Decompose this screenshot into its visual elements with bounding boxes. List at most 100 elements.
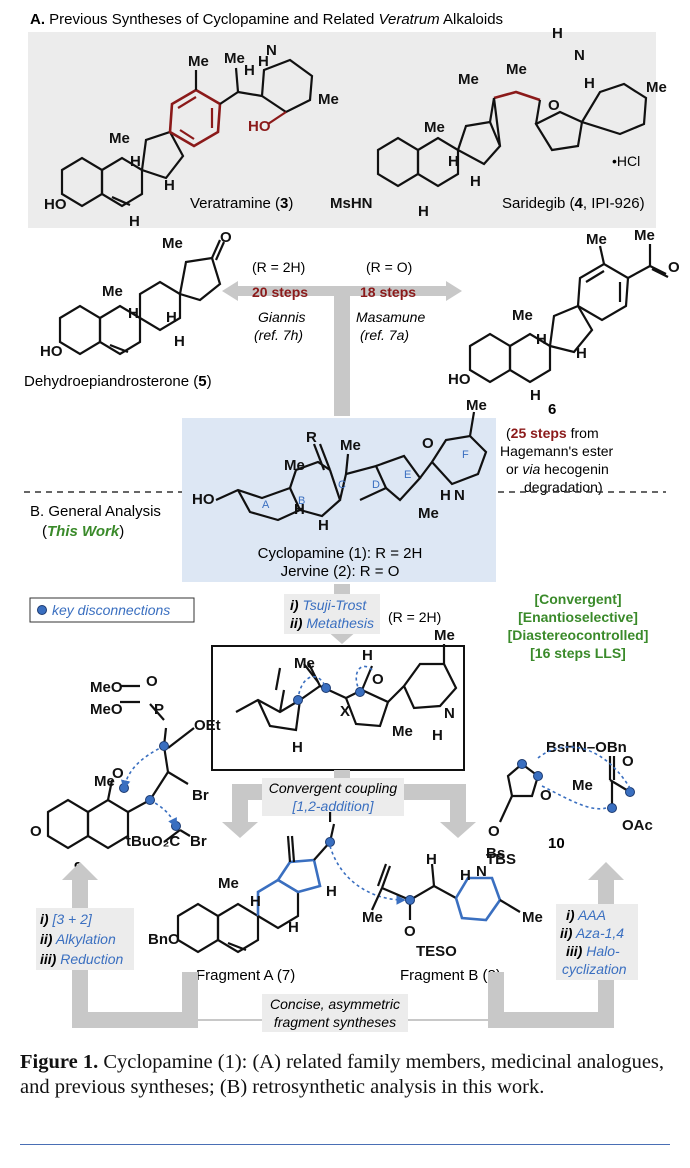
- svg-text:H: H: [418, 203, 429, 220]
- svg-text:O: O: [422, 435, 434, 452]
- svg-text:Bs: Bs: [486, 845, 505, 862]
- svg-text:H: H: [166, 309, 177, 326]
- svg-text:Me: Me: [284, 457, 305, 474]
- svg-text:Me: Me: [188, 53, 209, 70]
- coupling-arrow-right-stem: [450, 784, 466, 822]
- svg-text:HO: HO: [248, 118, 271, 135]
- svg-text:Me: Me: [102, 283, 123, 300]
- saridegib-atoms: MsHN Me H H H Me Me H N O H Me: [330, 25, 667, 220]
- right-steps: i) AAA ii) Aza-1,4 iii) Halo- cyclizatio…: [560, 907, 627, 977]
- route-arrow-left: [222, 281, 342, 301]
- svg-text:Me: Me: [466, 397, 487, 414]
- veratramine-structure: [60, 58, 314, 208]
- panel-a-title: A. Previous Syntheses of Cyclopamine and…: [30, 11, 503, 28]
- svg-text:i) AAA: i) AAA: [566, 907, 606, 923]
- svg-text:iii) Halo-: iii) Halo-: [566, 943, 620, 959]
- svg-text:BnO: BnO: [148, 931, 180, 948]
- svg-text:F: F: [462, 449, 469, 461]
- svg-text:Me: Me: [522, 909, 543, 926]
- svg-text:N: N: [476, 863, 487, 880]
- svg-text:H: H: [432, 727, 443, 744]
- intermediate-structure: [235, 644, 458, 732]
- synthesis-left-riser: [182, 972, 198, 1028]
- caption-text: Cyclopamine (1): (A) related family memb…: [20, 1051, 665, 1098]
- compound6-structure: [468, 244, 669, 384]
- svg-text:Me: Me: [634, 227, 655, 244]
- svg-text:H: H: [129, 213, 140, 230]
- svg-text:H: H: [326, 883, 337, 900]
- compound9-structure: [46, 684, 195, 850]
- compound6-number: 6: [548, 401, 556, 418]
- svg-text:H: H: [174, 333, 185, 350]
- route-arrow-right: [342, 281, 462, 301]
- route-right-steps: 18 steps: [360, 284, 416, 300]
- coupling-arrow-right-head: [440, 822, 476, 838]
- svg-text:Me: Me: [586, 231, 607, 248]
- svg-text:BsHN–OBn: BsHN–OBn: [546, 739, 627, 756]
- retro-conditions-bg: [284, 594, 380, 634]
- svg-text:Me: Me: [646, 79, 667, 96]
- svg-text:HO: HO: [44, 196, 67, 213]
- svg-text:Br: Br: [190, 833, 207, 850]
- synthesis-bottom-left: [72, 1012, 198, 1028]
- svg-text:H: H: [552, 25, 563, 42]
- svg-text:N: N: [574, 47, 585, 64]
- svg-text:H: H: [440, 487, 451, 504]
- concise-label-bg: [262, 994, 408, 1032]
- svg-text:C: C: [338, 479, 346, 491]
- svg-text:O: O: [540, 787, 552, 804]
- compound10-disconnections: [517, 746, 635, 813]
- svg-text:H: H: [292, 739, 303, 756]
- compound9-atoms: O Me O Br P MeO MeO O OEt tBuO₂C Br: [30, 673, 221, 850]
- fragment-b-label: Fragment B (8): [400, 967, 501, 984]
- svg-text:N: N: [444, 705, 455, 722]
- svg-text:MsHN: MsHN: [330, 195, 373, 212]
- route-right-author: Masamune: [356, 309, 425, 325]
- fragment-a-label: Fragment A (7): [196, 967, 295, 984]
- svg-text:D: D: [372, 479, 380, 491]
- svg-text:O: O: [404, 923, 416, 940]
- this-work-label: (This Work): [42, 523, 124, 540]
- compound6-note-4: degradation): [524, 479, 603, 495]
- compound6-note-2: Hagemann's ester: [500, 443, 614, 459]
- svg-text:X: X: [340, 703, 350, 720]
- compound9-disconnections: [119, 741, 181, 831]
- synthesis-left-head: [62, 862, 98, 880]
- svg-text:[Enantioselective]: [Enantioselective]: [518, 609, 638, 625]
- svg-text:H: H: [584, 75, 595, 92]
- dhea-structure: [58, 239, 226, 356]
- route-left-ref: (ref. 7h): [254, 327, 303, 343]
- svg-text:[Diastereocontrolled]: [Diastereocontrolled]: [508, 627, 649, 643]
- right-steps-bg: [556, 904, 638, 980]
- compound6-note-3: or via hecogenin: [506, 461, 609, 477]
- svg-text:H: H: [460, 867, 471, 884]
- svg-text:OAc: OAc: [622, 817, 653, 834]
- svg-text:Me: Me: [294, 655, 315, 672]
- svg-text:Me: Me: [224, 50, 245, 67]
- svg-text:Me: Me: [340, 437, 361, 454]
- svg-text:TBS: TBS: [486, 851, 516, 868]
- svg-text:O: O: [372, 671, 384, 688]
- fragment-b-dot: [405, 895, 415, 905]
- saridegib-structure: [376, 82, 648, 188]
- coupling-arrow-left-head: [222, 822, 258, 838]
- svg-text:H: H: [288, 919, 299, 936]
- coupling-arrow-left-stem: [232, 784, 248, 822]
- route-left-r: (R = 2H): [252, 259, 305, 275]
- route-left-steps: 20 steps: [252, 284, 308, 300]
- svg-text:N: N: [454, 487, 465, 504]
- svg-text:cyclization: cyclization: [562, 961, 627, 977]
- figure-caption: Figure 1. Cyclopamine (1): (A) related f…: [20, 1050, 670, 1100]
- dhea-atoms: HO Me Me O H H H: [40, 229, 232, 360]
- fragment-a-dot: [325, 837, 335, 847]
- svg-text:P: P: [154, 701, 164, 718]
- svg-text:Me: Me: [418, 505, 439, 522]
- svg-text:O: O: [112, 765, 124, 782]
- svg-text:H: H: [576, 345, 587, 362]
- retro-step-2: ii) Metathesis: [290, 615, 374, 631]
- left-steps: i) [3 + 2] ii) Alkylation iii) Reduction: [40, 911, 123, 967]
- intermediate-atoms: H O Me Me Me N H H X: [292, 627, 455, 756]
- svg-text:Me: Me: [94, 773, 115, 790]
- svg-text:HO: HO: [192, 491, 215, 508]
